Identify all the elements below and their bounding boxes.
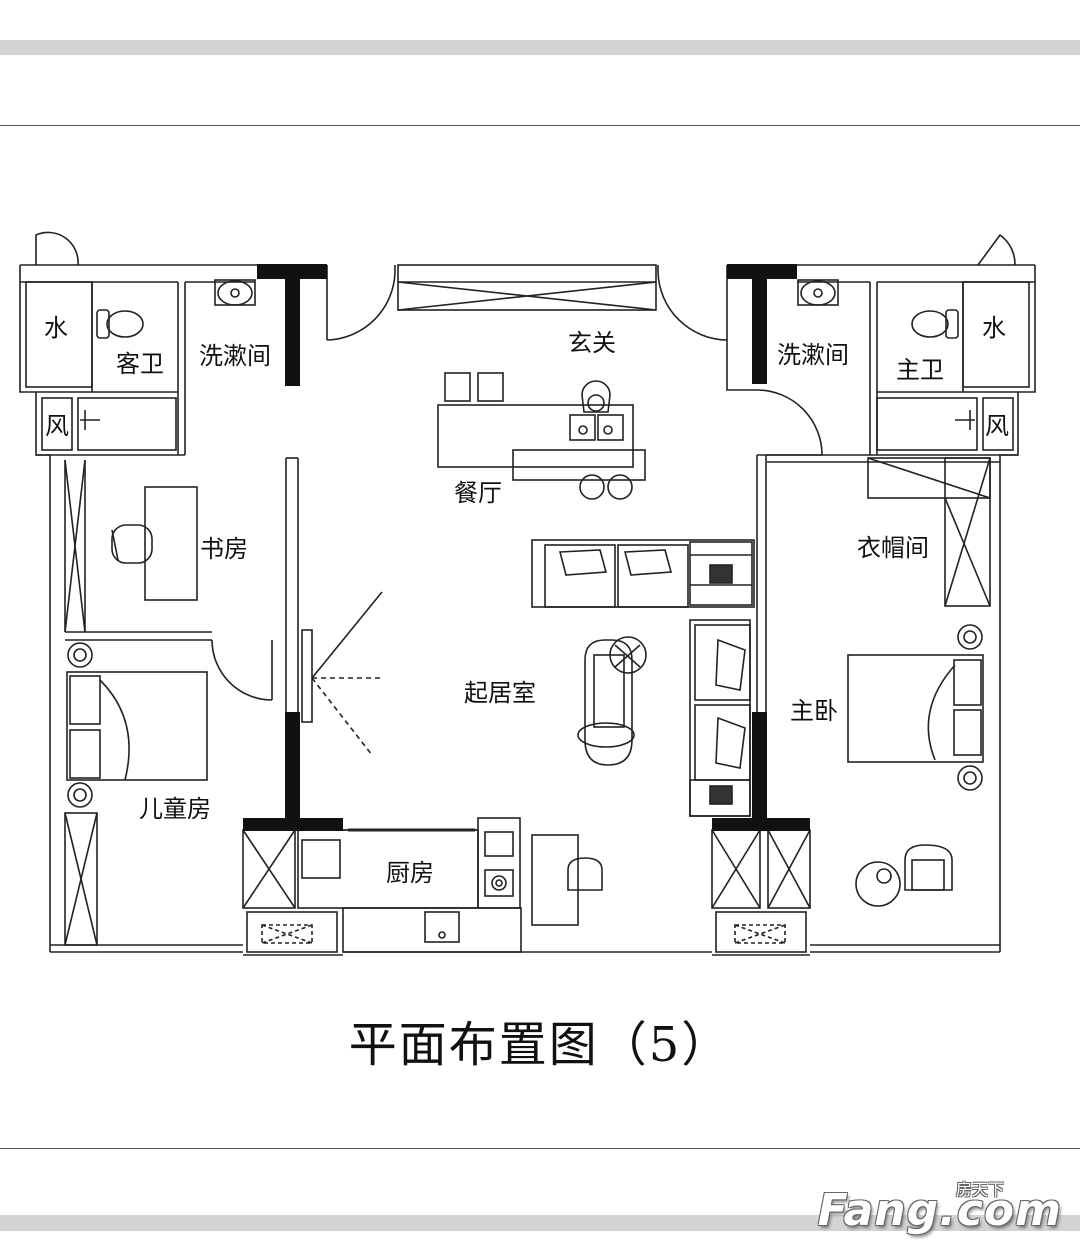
label-cloakroom: 衣帽间 <box>857 534 929 562</box>
label-water-right: 水 <box>982 314 1006 342</box>
label-washroom-left: 洗漱间 <box>199 342 271 370</box>
label-living: 起居室 <box>464 679 536 707</box>
label-kids-room: 儿童房 <box>139 795 211 823</box>
label-water-left: 水 <box>44 314 68 342</box>
top-gray-band <box>0 40 1080 55</box>
watermark-sub: 房天下 <box>955 1180 1004 1199</box>
plan-title: 平面布置图（5） <box>348 1017 732 1073</box>
outer-walls <box>19 264 1036 956</box>
bottom-rule <box>0 1148 1080 1149</box>
label-wind-right: 风 <box>985 412 1009 440</box>
guest-bathroom-walls <box>20 281 255 451</box>
top-rule <box>0 125 1080 126</box>
label-washroom-right: 洗漱间 <box>777 341 849 369</box>
watermark-logo: 房天下 Fang.com <box>818 1176 1062 1236</box>
label-master-bedroom: 主卧 <box>790 697 838 725</box>
master-bathroom-walls <box>797 281 1035 451</box>
bottom-gray-band <box>0 1215 1080 1231</box>
label-dining: 餐厅 <box>454 479 502 507</box>
label-guest-bath: 客卫 <box>116 350 164 378</box>
label-master-bath: 主卫 <box>896 356 944 384</box>
label-wind-left: 风 <box>45 412 69 440</box>
label-foyer: 玄关 <box>568 329 616 357</box>
label-study: 书房 <box>200 535 248 563</box>
watermark-main: Fang.com <box>817 1185 1062 1236</box>
label-kitchen: 厨房 <box>386 859 434 887</box>
solid-walls <box>243 264 810 831</box>
